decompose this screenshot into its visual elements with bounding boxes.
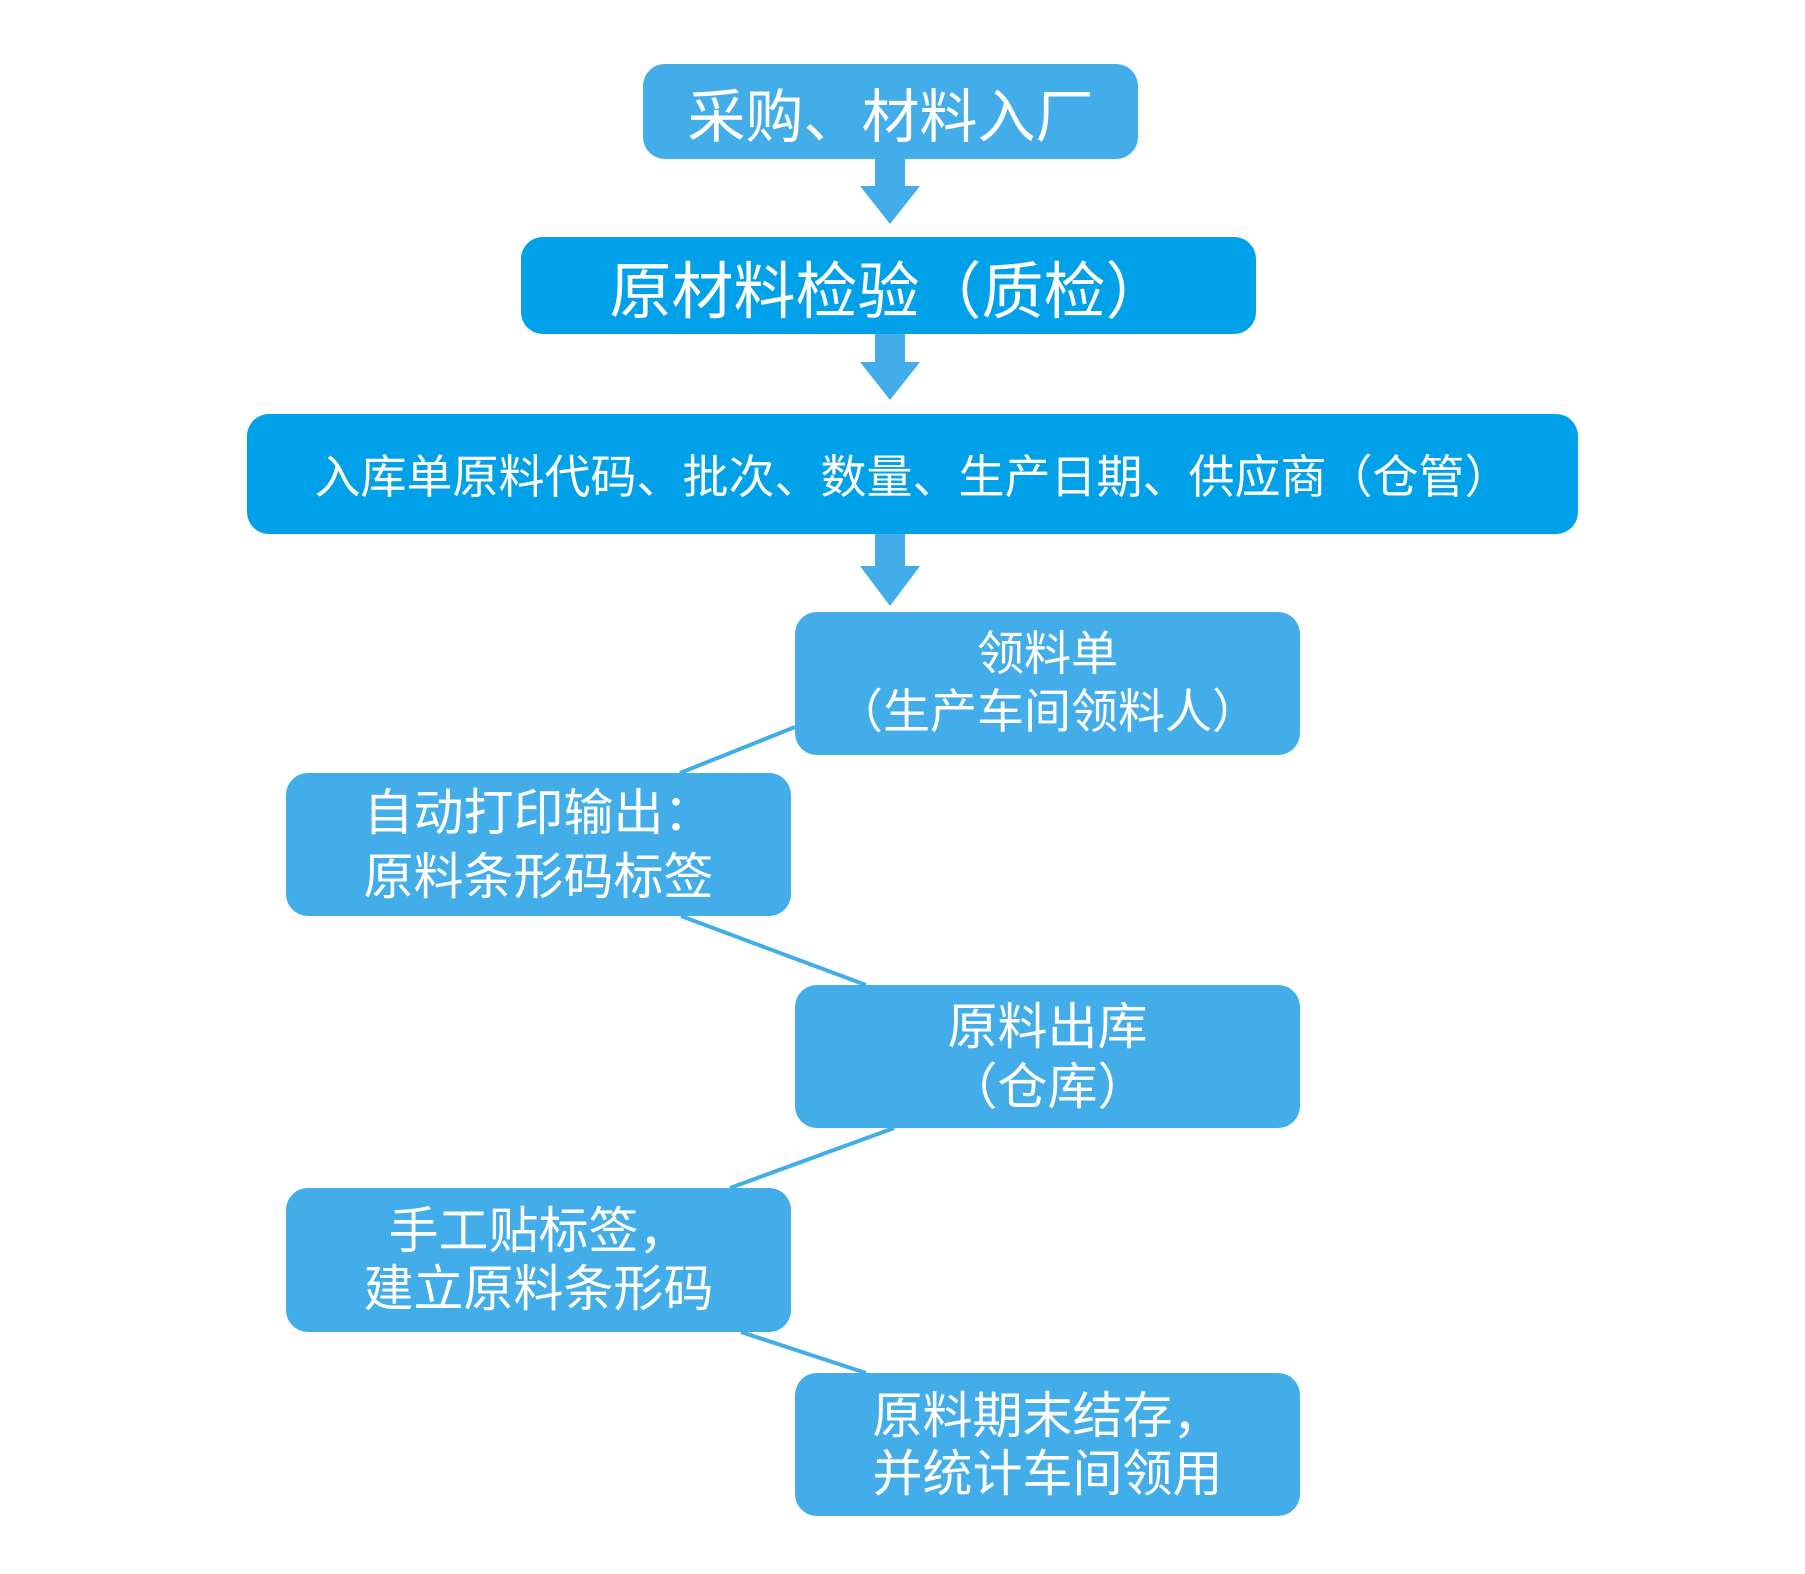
connector-n6-n7 [729, 1126, 895, 1190]
node-warehouse-entry-form: 入库单原料代码、批次、数量、生产日期、供应商（仓管） [247, 414, 1578, 534]
arrow-n1-n2 [860, 159, 920, 224]
connector-n5-n6 [680, 914, 867, 987]
arrow-n2-n3 [860, 334, 920, 400]
connector-n4-n5 [679, 725, 796, 775]
node-material-requisition-line-2: （生产车间领料人） [836, 684, 1259, 740]
node-warehouse-entry-form-text: 入库单原料代码、批次、数量、生产日期、供应商（仓管） [314, 450, 1511, 504]
node-auto-print-barcode-label: 自动打印输出： 原料条形码标签 [286, 773, 791, 916]
node-material-outbound-line-1: 原料出库 [947, 997, 1148, 1056]
node-material-outbound: 原料出库 （仓库） [795, 985, 1300, 1128]
node-auto-print-barcode-label-line-1: 自动打印输出： [363, 783, 714, 842]
node-purchase-materials-in-text: 采购、材料入厂 [687, 82, 1094, 151]
node-manual-label-barcode: 手工贴标签， 建立原料条形码 [286, 1188, 791, 1332]
node-material-requisition: 领料单 （生产车间领料人） [795, 612, 1300, 755]
node-auto-print-barcode-label-line-2: 原料条形码标签 [363, 847, 714, 906]
node-material-outbound-line-2: （仓库） [947, 1057, 1148, 1116]
node-manual-label-barcode-line-1: 手工贴标签， [388, 1202, 689, 1260]
node-material-requisition-line-1: 领料单 [977, 626, 1118, 682]
node-purchase-materials-in: 采购、材料入厂 [643, 64, 1138, 159]
node-period-end-stock-line-1: 原料期末结存， [872, 1386, 1223, 1445]
node-raw-material-inspection-text: 原材料检验（质检） [609, 254, 1168, 328]
arrow-n3-n4 [860, 534, 920, 606]
connector-n7-n8 [740, 1330, 867, 1375]
node-manual-label-barcode-line-2: 建立原料条形码 [363, 1260, 714, 1318]
node-period-end-stock: 原料期末结存， 并统计车间领用 [795, 1373, 1300, 1516]
node-raw-material-inspection: 原材料检验（质检） [521, 237, 1256, 334]
node-period-end-stock-line-2: 并统计车间领用 [872, 1444, 1223, 1503]
